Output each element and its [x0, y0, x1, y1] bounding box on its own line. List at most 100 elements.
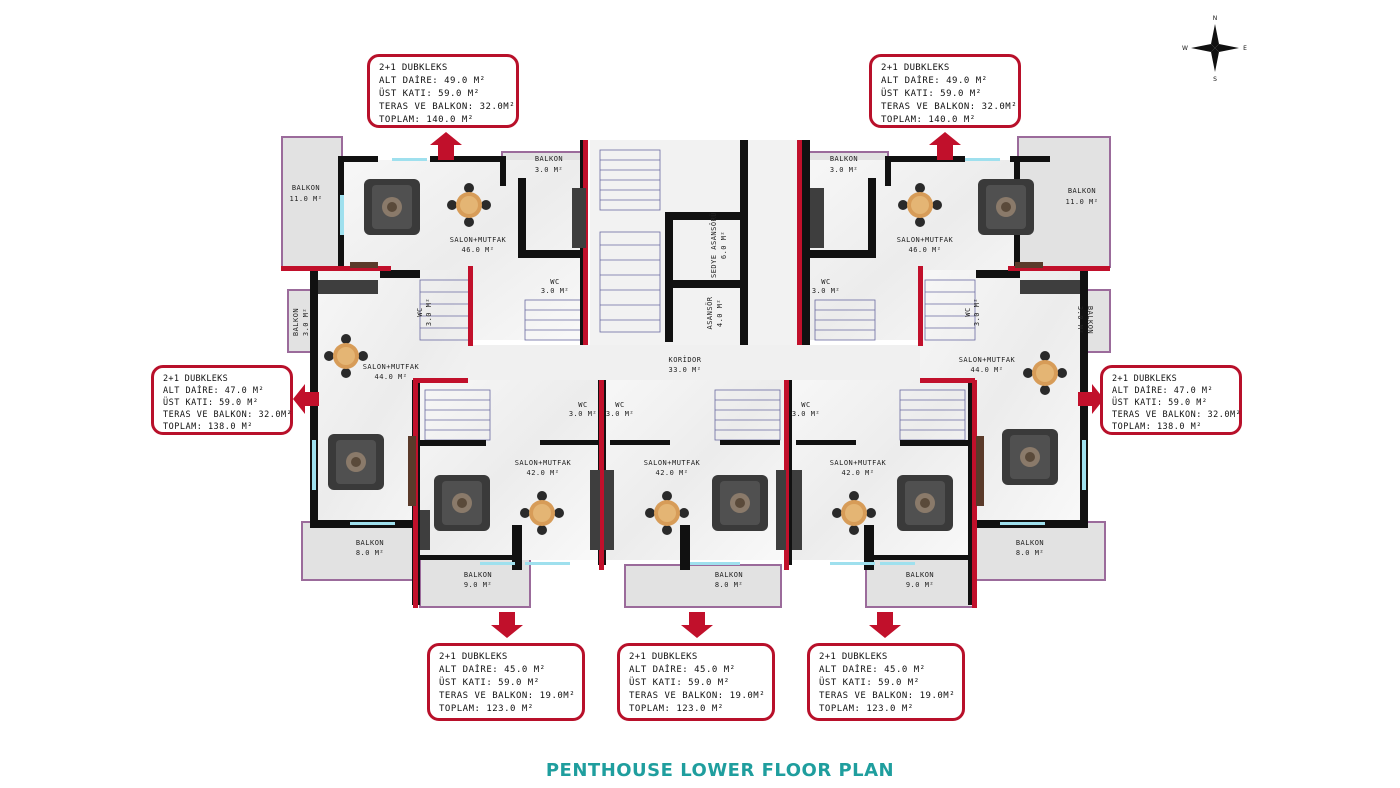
unit-ust-kati: ÜST KATI: 59.0 M² — [629, 678, 730, 688]
unit-teras-balkon: TERAS VE BALKON: 32.0M² — [1112, 410, 1242, 420]
room-label: BALKON — [1016, 539, 1044, 547]
room-area: 6.0 M² — [720, 231, 728, 259]
compass-icon: N E S W — [1182, 15, 1247, 83]
compass-e: E — [1243, 45, 1247, 52]
unit-toplam: TOPLAM: 140.0 M² — [881, 115, 976, 125]
unit-title: 2+1 DUBKLEKS — [163, 374, 229, 384]
interior-floors — [310, 140, 1083, 560]
compass-n: N — [1213, 15, 1218, 22]
room-area: 33.0 M² — [668, 366, 701, 374]
room-area: 8.0 M² — [1016, 549, 1044, 557]
unit-teras-balkon: TERAS VE BALKON: 32.0M² — [379, 102, 516, 112]
room-area: 3.0 M² — [569, 410, 597, 418]
unit-ust-kati: ÜST KATI: 59.0 M² — [163, 398, 259, 408]
room-area: 46.0 M² — [908, 246, 941, 254]
unit-ust-kati: ÜST KATI: 59.0 M² — [379, 89, 480, 99]
room-label: BALKON — [715, 571, 743, 579]
unit-info-box: 2+1 DUBKLEKS ALT DAİRE: 45.0 M² ÜST KATI… — [427, 643, 585, 721]
room-area: 8.0 M² — [356, 549, 384, 557]
unit-teras-balkon: TERAS VE BALKON: 32.0M² — [163, 410, 293, 420]
unit-alt-daire: ALT DAİRE: 47.0 M² — [1112, 386, 1214, 396]
unit-title: 2+1 DUBKLEKS — [819, 652, 888, 662]
room-label: SALON+MUTFAK — [363, 363, 420, 371]
room-area: 3.0 M² — [1076, 306, 1084, 334]
unit-title: 2+1 DUBKLEKS — [439, 652, 508, 662]
room-label: BALKON — [292, 308, 300, 336]
room-label: BALKON — [1086, 306, 1094, 334]
unit-toplam: TOPLAM: 138.0 M² — [1112, 422, 1202, 432]
compass-s: S — [1213, 76, 1217, 83]
unit-info-box: 2+1 DUBKLEKS ALT DAİRE: 45.0 M² ÜST KATI… — [617, 643, 775, 721]
unit-alt-daire: ALT DAİRE: 47.0 M² — [163, 386, 265, 396]
room-label: BALKON — [830, 155, 858, 163]
room-area: 44.0 M² — [970, 366, 1003, 374]
room-area: 46.0 M² — [461, 246, 494, 254]
room-labels: BALKON 11.0 M² BALKON 3.0 M² SALON+MUTFA… — [289, 155, 1098, 589]
room-label: BALKON — [464, 571, 492, 579]
room-label: SALON+MUTFAK — [830, 459, 887, 467]
unit-toplam: TOPLAM: 123.0 M² — [439, 704, 534, 714]
unit-arrows — [293, 132, 1104, 638]
unit-alt-daire: ALT DAİRE: 45.0 M² — [439, 665, 546, 675]
room-label: SEDYE ASANSÖRÜ — [709, 212, 718, 278]
unit-info-box: 2+1 DUBKLEKS ALT DAİRE: 49.0 M² ÜST KATI… — [869, 54, 1021, 128]
room-area: 3.0 M² — [792, 410, 820, 418]
rotated-room-labels: SEDYE ASANSÖRÜ 6.0 M² ASANSÖR 4.0 M² BAL… — [292, 212, 1094, 336]
unit-alt-daire: ALT DAİRE: 49.0 M² — [379, 76, 486, 86]
room-label: WC — [964, 307, 972, 316]
unit-teras-balkon: TERAS VE BALKON: 19.0M² — [819, 691, 956, 701]
room-area: 3.0 M² — [535, 166, 563, 174]
unit-toplam: TOPLAM: 140.0 M² — [379, 115, 474, 125]
unit-ust-kati: ÜST KATI: 59.0 M² — [1112, 398, 1208, 408]
unit-teras-balkon: TERAS VE BALKON: 19.0M² — [629, 691, 766, 701]
unit-ust-kati: ÜST KATI: 59.0 M² — [439, 678, 540, 688]
unit-ust-kati: ÜST KATI: 59.0 M² — [819, 678, 920, 688]
compass-w: W — [1182, 45, 1188, 52]
unit-info-box: 2+1 DUBKLEKS ALT DAİRE: 45.0 M² ÜST KATI… — [807, 643, 965, 721]
room-label: SALON+MUTFAK — [959, 356, 1016, 364]
unit-title: 2+1 DUBKLEKS — [881, 63, 950, 73]
room-area: 9.0 M² — [906, 581, 934, 589]
unit-title: 2+1 DUBKLEKS — [379, 63, 448, 73]
unit-info-box: 2+1 DUBKLEKS ALT DAİRE: 47.0 M² ÜST KATI… — [151, 365, 293, 435]
room-label: SALON+MUTFAK — [515, 459, 572, 467]
room-area: 3.0 M² — [302, 308, 310, 336]
room-label: WC — [416, 307, 424, 316]
room-label: WC — [615, 401, 624, 409]
room-area: 42.0 M² — [655, 469, 688, 477]
room-area: 3.0 M² — [812, 287, 840, 295]
unit-teras-balkon: TERAS VE BALKON: 19.0M² — [439, 691, 576, 701]
room-area: 11.0 M² — [289, 195, 322, 203]
room-area: 4.0 M² — [716, 299, 724, 327]
room-label: KORİDOR — [668, 355, 701, 364]
room-area: 3.0 M² — [606, 410, 634, 418]
unit-toplam: TOPLAM: 138.0 M² — [163, 422, 253, 432]
page-title: PENTHOUSE LOWER FLOOR PLAN — [545, 760, 895, 781]
room-label: BALKON — [535, 155, 563, 163]
unit-toplam: TOPLAM: 123.0 M² — [819, 704, 914, 714]
room-label: BALKON — [1068, 187, 1096, 195]
room-area: 3.0 M² — [830, 166, 858, 174]
room-area: 3.0 M² — [973, 298, 981, 326]
room-label: SALON+MUTFAK — [897, 236, 954, 244]
room-label: SALON+MUTFAK — [450, 236, 507, 244]
room-label: SALON+MUTFAK — [644, 459, 701, 467]
room-area: 3.0 M² — [425, 298, 433, 326]
unit-teras-balkon: TERAS VE BALKON: 32.0M² — [881, 102, 1018, 112]
room-label: WC — [801, 401, 810, 409]
unit-info-box: 2+1 DUBKLEKS ALT DAİRE: 49.0 M² ÜST KATI… — [367, 54, 519, 128]
room-area: 42.0 M² — [841, 469, 874, 477]
room-label: WC — [821, 278, 830, 286]
unit-ust-kati: ÜST KATI: 59.0 M² — [881, 89, 982, 99]
room-label: ASANSÖR — [705, 296, 714, 329]
room-label: WC — [578, 401, 587, 409]
room-area: 42.0 M² — [526, 469, 559, 477]
room-area: 8.0 M² — [715, 581, 743, 589]
room-area: 9.0 M² — [464, 581, 492, 589]
unit-alt-daire: ALT DAİRE: 45.0 M² — [629, 665, 736, 675]
unit-info-box: 2+1 DUBKLEKS ALT DAİRE: 47.0 M² ÜST KATI… — [1100, 365, 1242, 435]
room-area: 44.0 M² — [374, 373, 407, 381]
unit-title: 2+1 DUBKLEKS — [1112, 374, 1178, 384]
unit-alt-daire: ALT DAİRE: 45.0 M² — [819, 665, 926, 675]
